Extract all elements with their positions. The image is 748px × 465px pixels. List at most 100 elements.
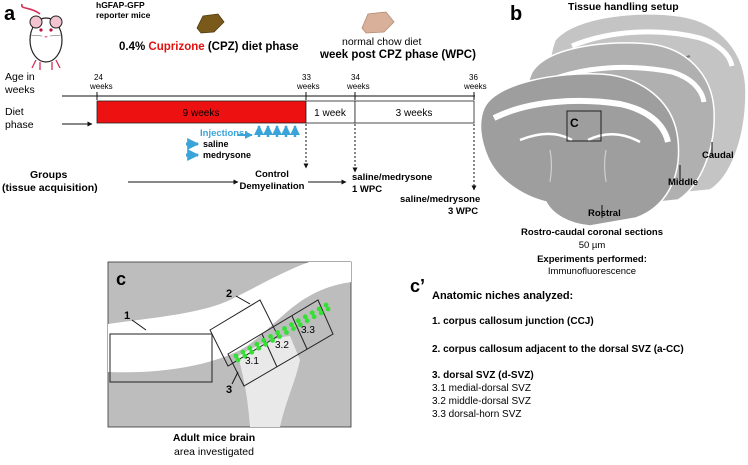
region-c-label: C: [570, 116, 579, 130]
gfp-cell: [311, 314, 317, 320]
tick-24-unit: weeks: [89, 82, 113, 91]
tick-36-unit: weeks: [463, 82, 487, 91]
gfp-cell: [233, 353, 239, 359]
wpc-phase-title: week post CPZ phase (WPC): [319, 49, 476, 61]
gfp-cell: [316, 306, 322, 312]
panel-a-label: a: [4, 3, 16, 25]
groups-label-line1: Groups: [30, 169, 67, 181]
normal-chow-label: normal chow diet: [342, 36, 421, 48]
gfp-cells: [233, 302, 331, 363]
group-3wpc-line1: saline/medrysone: [400, 194, 480, 205]
injection-saline-label: saline: [203, 139, 229, 149]
panel-c-prime-label: c’: [410, 276, 425, 296]
injection-arrows-icon: [238, 125, 300, 139]
gfp-cell: [309, 310, 315, 316]
gfp-cell: [291, 326, 296, 331]
gfp-cell: [295, 318, 301, 324]
gfp-cell: [323, 302, 329, 308]
cpz-diet-pellet-icon: [196, 13, 225, 34]
mouse-icon: [20, 3, 63, 70]
gfp-cell: [254, 341, 260, 347]
diet-label-line1: Diet: [5, 106, 24, 118]
experiments-title: Experiments performed:: [537, 254, 647, 265]
gfp-cell: [275, 330, 280, 335]
region-3-2-label: 3.2: [275, 340, 289, 351]
region-3-label: 3: [226, 384, 232, 396]
tissue-setup-title: Tissue handling setup: [568, 1, 679, 13]
wpc-1-week-label: 1 week: [314, 108, 347, 119]
gfp-cell: [256, 345, 262, 351]
gfp-cell: [304, 318, 310, 324]
group-1wpc-line2: 1 WPC: [352, 184, 382, 195]
niche-item-3: 3. dorsal SVZ (d-SVZ): [432, 370, 534, 381]
gfp-cell: [270, 338, 275, 343]
tick-24-num: 24: [94, 73, 103, 82]
groups-label-line2: (tissue acquisition): [2, 182, 98, 194]
gfp-cell: [242, 353, 248, 359]
gfp-cell: [263, 341, 269, 347]
tick-34-unit: weeks: [346, 82, 370, 91]
tick-33-num: 33: [302, 73, 311, 82]
region-1-label: 1: [124, 310, 130, 322]
sections-thickness: 50 µm: [579, 240, 606, 251]
gfp-cell: [261, 337, 267, 343]
panel-c-label: c: [116, 269, 126, 289]
cpz-diet-title: 0.4% Cuprizone (CPZ) diet phase: [119, 41, 299, 53]
tick-33-unit: weeks: [296, 82, 320, 91]
panel-c-prime: c’ Anatomic niches analyzed: 1. corpus c…: [410, 276, 684, 420]
tick-34-num: 34: [351, 73, 360, 82]
injections-title: Injections:: [200, 128, 248, 139]
gfp-cell: [240, 349, 246, 355]
gfp-cell: [297, 322, 303, 328]
niche-item-1: 1. corpus callosum junction (CCJ): [432, 316, 594, 327]
gfp-cell: [277, 334, 282, 339]
gfp-cell: [325, 306, 331, 312]
age-label-line1: Age in: [5, 71, 35, 83]
gfp-cell: [318, 310, 324, 316]
panel-b-label: b: [510, 3, 522, 25]
niche-sub-item-3-3: 3.3 dorsal-horn SVZ: [432, 409, 522, 420]
wpc-3-weeks-label: 3 weeks: [396, 108, 433, 119]
region-c-box: [566, 110, 602, 142]
gfp-cell: [282, 326, 287, 331]
gfp-cell: [302, 314, 308, 320]
diet-label-line2: phase: [5, 119, 34, 131]
group-1wpc-line1: saline/medrysone: [352, 172, 432, 183]
gfp-cell: [268, 334, 273, 339]
panel-c-caption-sub: area investigated: [174, 446, 254, 458]
panel-c-caption-title: Adult mice brain: [173, 432, 255, 444]
group-3wpc-line2: 3 WPC: [448, 206, 478, 217]
mouse-caption-line1: hGFAP-GFP: [96, 0, 145, 10]
middle-label: Middle: [668, 177, 698, 188]
region-3-3-label: 3.3: [301, 325, 315, 336]
gfp-cell: [289, 322, 294, 327]
experiments-value: Immunofluorescence: [548, 266, 636, 277]
cpz-9-weeks-label: 9 weeks: [183, 108, 220, 119]
group-control-line2: Demyelination: [240, 181, 305, 192]
niche-item-2: 2. corpus callosum adjacent to the dorsa…: [432, 344, 684, 355]
gfp-cell: [249, 349, 255, 355]
rostral-label: Rostral: [588, 208, 621, 219]
niche-sub-item-3-2: 3.2 middle-dorsal SVZ: [432, 396, 531, 407]
gfp-cell: [247, 345, 253, 351]
niches-title: Anatomic niches analyzed:: [432, 290, 573, 302]
chow-diet-pellet-icon: [361, 11, 395, 34]
gfp-cell: [235, 357, 241, 363]
group-control-line1: Control: [255, 169, 289, 180]
tick-36-num: 36: [469, 73, 478, 82]
region-3-1-label: 3.1: [245, 356, 259, 367]
region-2-label: 2: [226, 288, 232, 300]
panel-c: c 1 2 3 3.1 3.2 3.3 Adult mice brain are…: [107, 261, 352, 458]
region-1-box: [109, 333, 213, 383]
mouse-caption-line2: reporter mice: [96, 10, 151, 20]
rostral-section-image: [479, 73, 680, 227]
sections-title: Rostro-caudal coronal sections: [521, 227, 663, 238]
niche-sub-item-3-1: 3.1 medial-dorsal SVZ: [432, 383, 531, 394]
injection-medrysone-label: medrysone: [203, 150, 251, 160]
gfp-cell: [284, 330, 289, 335]
panel-b: b Tissue handling setup C Rostral Middle: [479, 1, 747, 277]
caudal-label: Caudal: [702, 150, 734, 161]
panel-a: a hGFAP-GFP reporter mice 0.4% Cuprizone…: [2, 0, 487, 217]
wpc-3-weeks-bar: [354, 100, 475, 124]
